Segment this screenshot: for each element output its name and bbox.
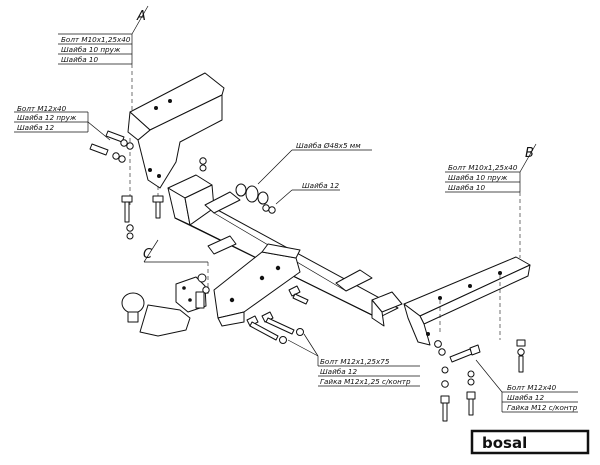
callout-middle-line-2: Шайба 12: [302, 181, 339, 190]
tow-ball-assembly: [121, 273, 210, 337]
callout-bottom-right-line-2: Шайба 12: [507, 393, 544, 402]
callout-b: B Болт M10x1,25x40 Шайба 10 пруж Шайба 1…: [445, 143, 537, 258]
callout-c-letter: C: [143, 247, 153, 262]
callout-a-line-1: Болт M10x1,25x40: [61, 35, 131, 44]
right-bolts: [434, 339, 526, 422]
callout-b-letter: B: [525, 146, 534, 161]
callout-middle: Шайба Ø48х5 мм Шайба 12: [257, 141, 372, 205]
callout-bottom: Болт M12x1,25x75 Шайба 12 Гайка M12x1,25…: [317, 356, 420, 387]
callout-left-bolts: Болт M12x40 Шайба 12 пруж Шайба 12: [14, 104, 111, 141]
callout-c: C: [143, 239, 208, 263]
callout-a-line-3: Шайба 10: [61, 55, 98, 64]
lower-bolts: [246, 285, 319, 357]
callout-bottom-right-line-3: Гайка M12 с/контр: [507, 403, 578, 412]
center-plate: [207, 235, 301, 327]
brand-name: bosal: [482, 434, 527, 452]
callout-left-line-1: Болт M12x40: [17, 104, 67, 113]
middle-washers: [235, 183, 276, 214]
callout-bottom-right-line-1: Болт M12x40: [507, 383, 557, 392]
left-bracket: [127, 72, 225, 208]
callout-a-letter: A: [136, 9, 146, 24]
callout-b-line-3: Шайба 10: [448, 183, 485, 192]
callout-bottom-line-3: Гайка M12x1,25 с/контр: [320, 377, 411, 386]
callout-bottom-right: Болт M12x40 Шайба 12 Гайка M12 с/контр: [501, 383, 578, 413]
callout-b-line-1: Болт M10x1,25x40: [448, 163, 518, 172]
callout-b-line-2: Шайба 10 пруж: [448, 173, 508, 182]
brand-logo: bosal: [470, 429, 590, 455]
right-bracket: [371, 256, 531, 346]
left-bolts: [89, 130, 207, 240]
callout-middle-line-1: Шайба Ø48х5 мм: [296, 141, 361, 150]
callout-bottom-line-2: Шайба 12: [320, 367, 357, 376]
callout-a-line-2: Шайба 10 пруж: [61, 45, 121, 54]
callout-left-line-3: Шайба 12: [17, 123, 54, 132]
callout-a: A Болт M10x1,25x40 Шайба 10 пруж Шайба 1…: [58, 5, 149, 112]
callout-bottom-line-1: Болт M12x1,25x75: [320, 357, 390, 366]
callout-left-line-2: Шайба 12 пруж: [17, 113, 77, 122]
